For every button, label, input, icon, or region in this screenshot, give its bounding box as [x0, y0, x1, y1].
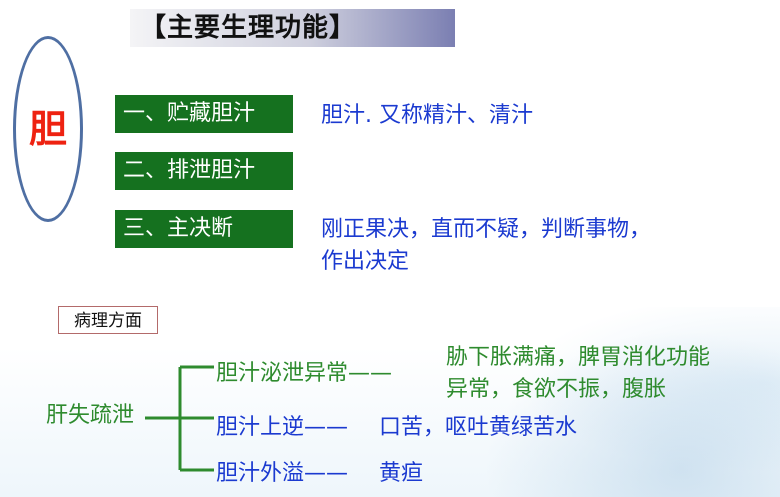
- pathology-label: 病理方面: [58, 306, 158, 334]
- function-box-3: 三、主决断: [115, 210, 293, 248]
- branch-1-effect-line-2: 异常，食欲不振，腹胀: [446, 377, 667, 402]
- branch-1-effect-line-1: 胁下胀满痛，脾胃消化功能: [446, 345, 711, 370]
- function-box-1: 一、贮藏胆汁: [115, 95, 293, 133]
- organ-oval: [13, 36, 83, 222]
- function-3-description-line-2: 作出决定: [321, 249, 410, 274]
- slide-title: 【主要生理功能】: [140, 13, 357, 43]
- function-3-description-line-1: 刚正果决，直而不疑，判断事物，: [321, 217, 652, 242]
- function-1-description: 胆汁. 又称精汁、清汁: [321, 103, 533, 128]
- branch-2-effect: 口苦，呕吐黄绿苦水: [379, 415, 578, 440]
- organ-label: 胆: [28, 107, 67, 151]
- function-box-2: 二、排泄胆汁: [115, 152, 293, 190]
- title-banner: [130, 9, 455, 47]
- pathology-root: 肝失疏泄: [46, 403, 135, 428]
- branch-2-cause: 胆汁上逆——: [216, 415, 349, 440]
- branch-1-cause: 胆汁泌泄异常——: [216, 361, 393, 386]
- branch-3-effect: 黄疸: [379, 461, 424, 486]
- branch-3-cause: 胆汁外溢——: [216, 461, 349, 486]
- background-decoration: [450, 307, 780, 497]
